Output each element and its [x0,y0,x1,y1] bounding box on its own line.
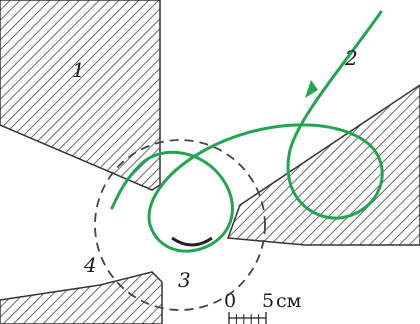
label-pole-piece: 1 [72,58,85,82]
label-inner-arc: 3 [178,268,191,292]
boundary-circle [94,139,266,311]
pole-piece-right [226,84,420,246]
pole-piece-upper-left [0,0,161,191]
scale-zero: 0 [224,290,237,312]
scale-unit: см [276,290,302,312]
scale-bar [228,312,267,324]
label-trajectory: 2 [345,46,358,70]
trajectory-arrow-icon [305,80,318,98]
particle-trajectory [110,10,384,253]
label-boundary: 4 [84,253,97,277]
inner-arc [171,236,213,247]
pole-piece-lower-left [0,271,163,324]
scale-five: 5 [262,290,275,312]
